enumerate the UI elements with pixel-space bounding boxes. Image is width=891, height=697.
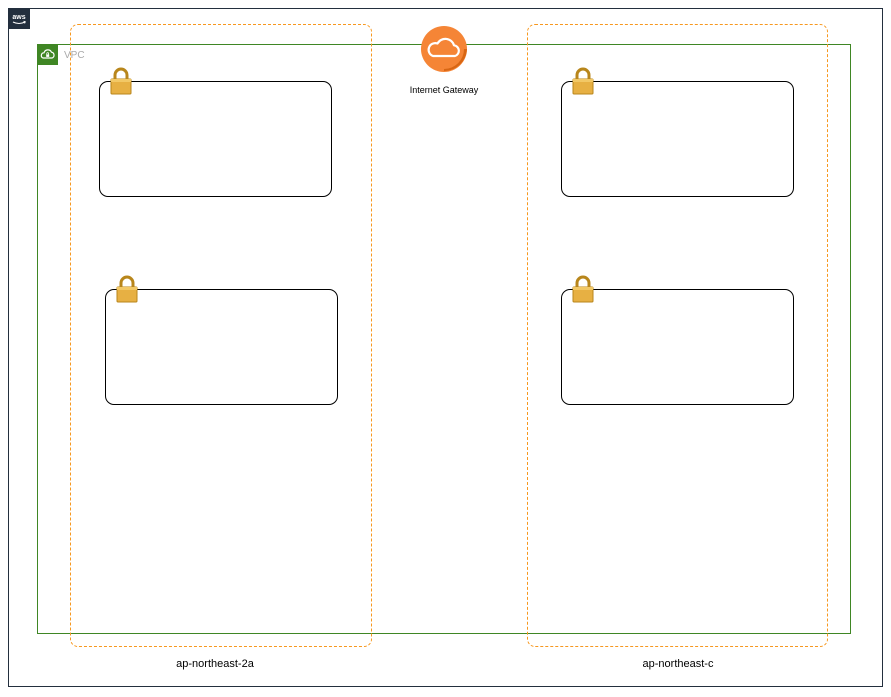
aws-cloud-group — [8, 8, 883, 687]
availability-zone-a — [70, 24, 372, 647]
internet-gateway-icon — [421, 26, 467, 72]
internet-gateway-label: Internet Gateway — [409, 85, 479, 95]
lock-icon — [572, 67, 594, 95]
aws-logo-icon: aws — [8, 8, 30, 29]
subnet-box — [105, 289, 338, 405]
vpc-label: VPC — [64, 50, 85, 61]
vpc-cloud-icon — [37, 44, 58, 65]
subnet-box — [99, 81, 332, 197]
subnet-box — [561, 81, 794, 197]
svg-text:aws: aws — [12, 14, 25, 21]
availability-zone-a-label: ap-northeast-2a — [176, 658, 254, 670]
lock-icon — [110, 67, 132, 95]
subnet-box — [561, 289, 794, 405]
lock-icon — [572, 275, 594, 303]
lock-icon — [116, 275, 138, 303]
availability-zone-c — [527, 24, 828, 647]
availability-zone-c-label: ap-northeast-c — [642, 658, 714, 670]
